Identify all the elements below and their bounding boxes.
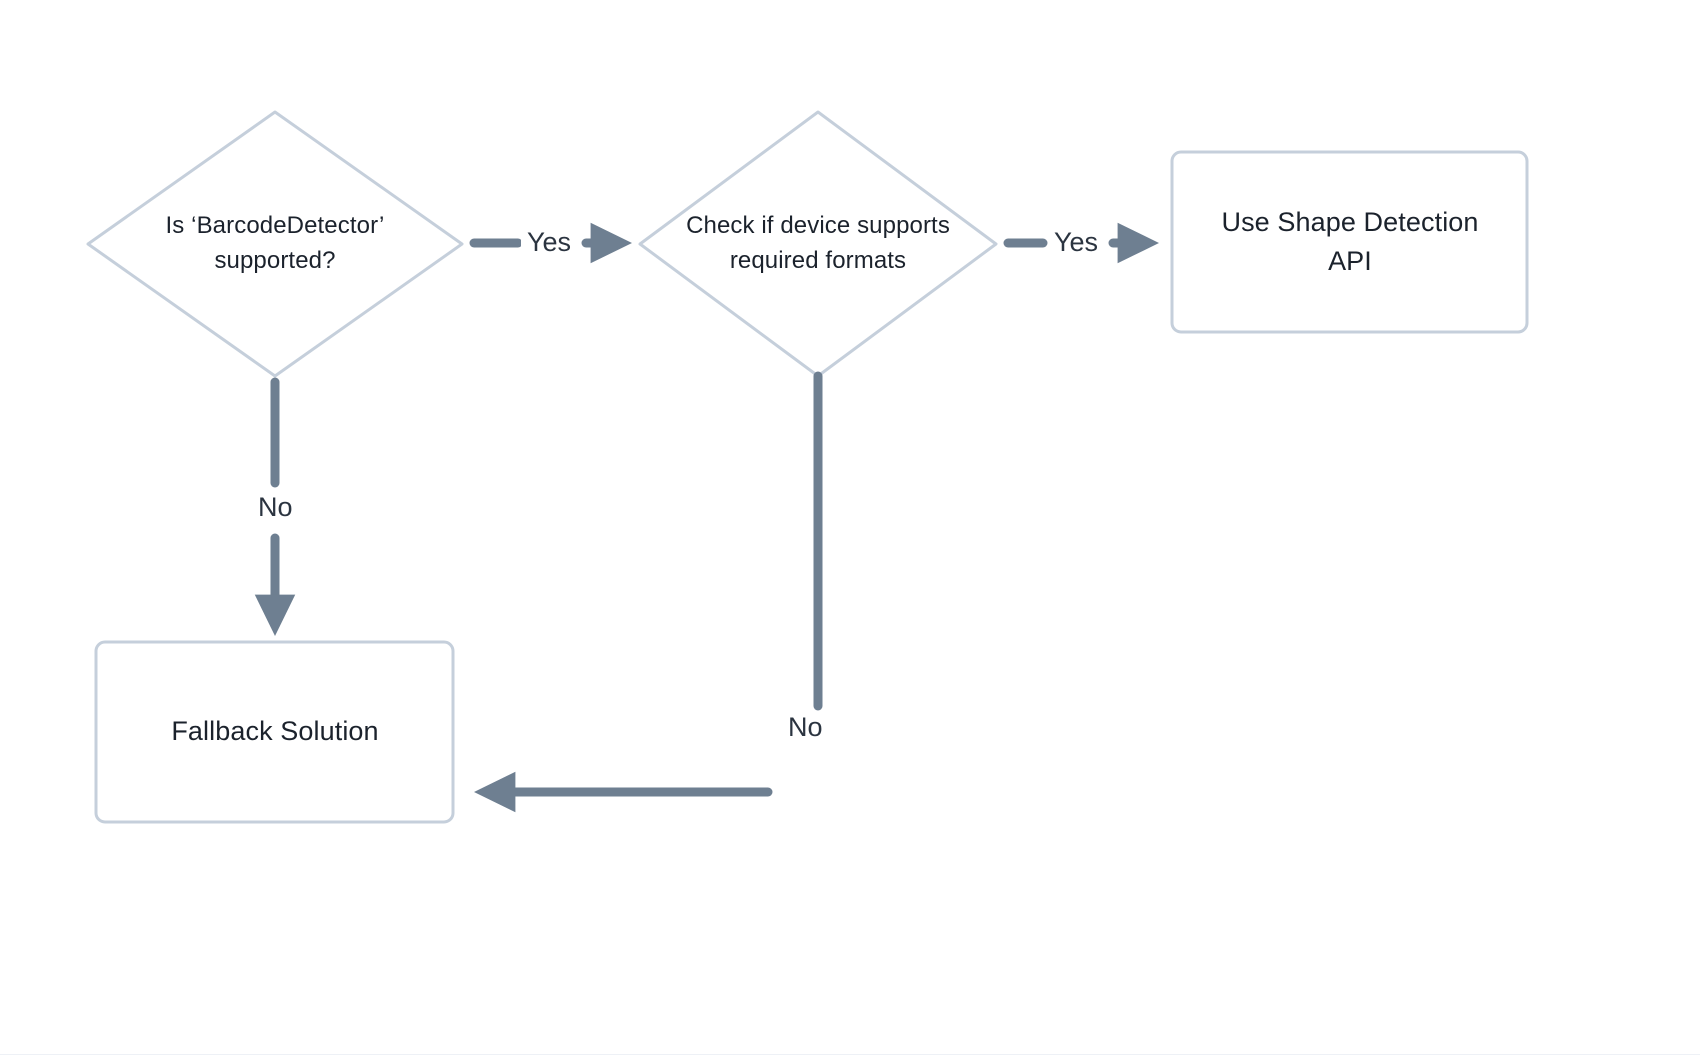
edge-barcode-yes-label: Yes [521, 229, 578, 256]
node-fallback-solution-shape[interactable] [94, 640, 455, 824]
edge-format-yes-label: Yes [1048, 229, 1105, 256]
node-barcode-detector-check-shape[interactable] [86, 110, 464, 378]
node-use-shape-detection-api-shape[interactable] [1170, 150, 1529, 334]
bottom-rule [0, 1054, 1700, 1055]
edge-barcode-no-label: No [252, 494, 299, 521]
edge-format-no-label: No [782, 714, 829, 741]
node-device-format-check-shape[interactable] [638, 110, 998, 378]
